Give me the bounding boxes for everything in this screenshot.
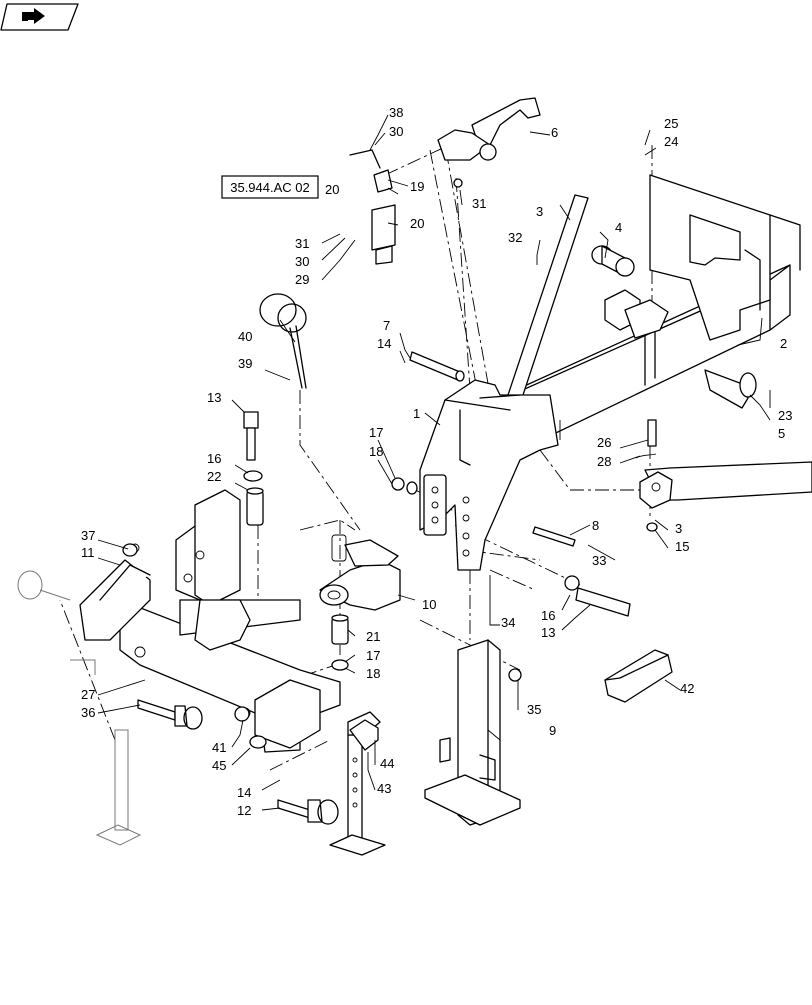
washer-16-upper [243,470,263,482]
label-17-upper: 17 [369,425,383,440]
label-2: 2 [780,336,787,351]
label-24: 24 [664,134,678,149]
pin-8 [532,526,576,547]
label-26: 26 [597,435,611,450]
label-10: 10 [422,597,436,612]
label-37: 37 [81,528,95,543]
clevis-bracket [319,539,401,611]
label-5: 5 [778,426,785,441]
label-25: 25 [664,116,678,131]
label-34: 34 [501,615,515,630]
label-1: 1 [413,406,420,421]
label-38: 38 [389,105,403,120]
cylinder-20 [349,149,396,265]
wing-arm [639,461,812,509]
label-43: 43 [377,781,391,796]
label-12: 12 [237,803,251,818]
pad-42 [604,649,673,703]
bushing-21 [331,614,349,645]
upper-bushing [331,534,347,562]
label-33: 33 [592,553,606,568]
label-45: 45 [212,758,226,773]
label-44: 44 [380,756,394,771]
spacer-34 [489,569,536,591]
tongue-weldment [419,379,559,571]
pin-26 [635,419,657,459]
label-3-top: 3 [536,204,543,219]
label-21: 21 [366,629,380,644]
label-20-side: 20 [410,216,424,231]
label-35: 35 [527,702,541,717]
label-20-top: 20 [325,182,339,197]
pin-36 [137,699,203,730]
label-11: 11 [81,545,95,560]
label-31-right: 31 [472,196,486,211]
ghost-pin [17,570,96,675]
label-30-side: 30 [295,254,309,269]
reference-box[interactable]: 35.944.AC 02 [221,175,319,199]
parking-stand-43 [329,711,386,856]
pin-7 [409,351,465,382]
label-41: 41 [212,740,226,755]
label-3-wing: 3 [675,521,682,536]
label-16-lower: 16 [541,608,555,623]
washers [122,178,658,722]
label-4: 4 [615,220,622,235]
pin-5 [704,369,757,409]
part-labels: 1 2 3 3 4 5 6 7 8 9 10 11 12 13 13 14 14… [81,105,792,818]
label-40: 40 [238,329,252,344]
clip-45 [249,735,267,749]
ghost-jack [95,729,142,846]
label-36: 36 [81,705,95,720]
bolt-13-upper [243,411,259,461]
label-18-lower: 18 [366,666,380,681]
pin-12 [277,799,339,825]
label-17-lower: 17 [366,648,380,663]
block-44 [349,719,379,751]
label-19: 19 [410,179,424,194]
leader-lines [97,114,771,811]
label-13-lower: 13 [541,625,555,640]
label-15: 15 [675,539,689,554]
label-9: 9 [549,723,556,738]
label-8: 8 [592,518,599,533]
bolt-13-lower [564,575,631,617]
bushing-22 [246,487,264,526]
ring-pin-40 [259,293,307,389]
label-16-upper: 16 [207,451,221,466]
label-28: 28 [597,454,611,469]
label-29: 29 [295,272,309,287]
label-31-left: 31 [295,236,309,251]
label-13-upper: 13 [207,390,221,405]
label-30-top: 30 [389,124,403,139]
label-23: 23 [778,408,792,423]
book-arrow-icon[interactable] [0,3,79,31]
label-18-upper: 18 [369,444,383,459]
handle-bracket [437,97,541,161]
jack-9 [424,639,521,826]
label-42: 42 [680,681,694,696]
label-27: 27 [81,687,95,702]
reference-box-text[interactable]: 35.944.AC 02 [230,180,310,195]
label-14-upper: 14 [377,336,391,351]
label-7: 7 [383,318,390,333]
label-32: 32 [508,230,522,245]
label-22: 22 [207,469,221,484]
label-39: 39 [238,356,252,371]
label-14-lower: 14 [237,785,251,800]
label-6: 6 [551,125,558,140]
roller-pin [591,245,669,339]
mast-plate [175,489,251,651]
end-plate [649,174,801,341]
